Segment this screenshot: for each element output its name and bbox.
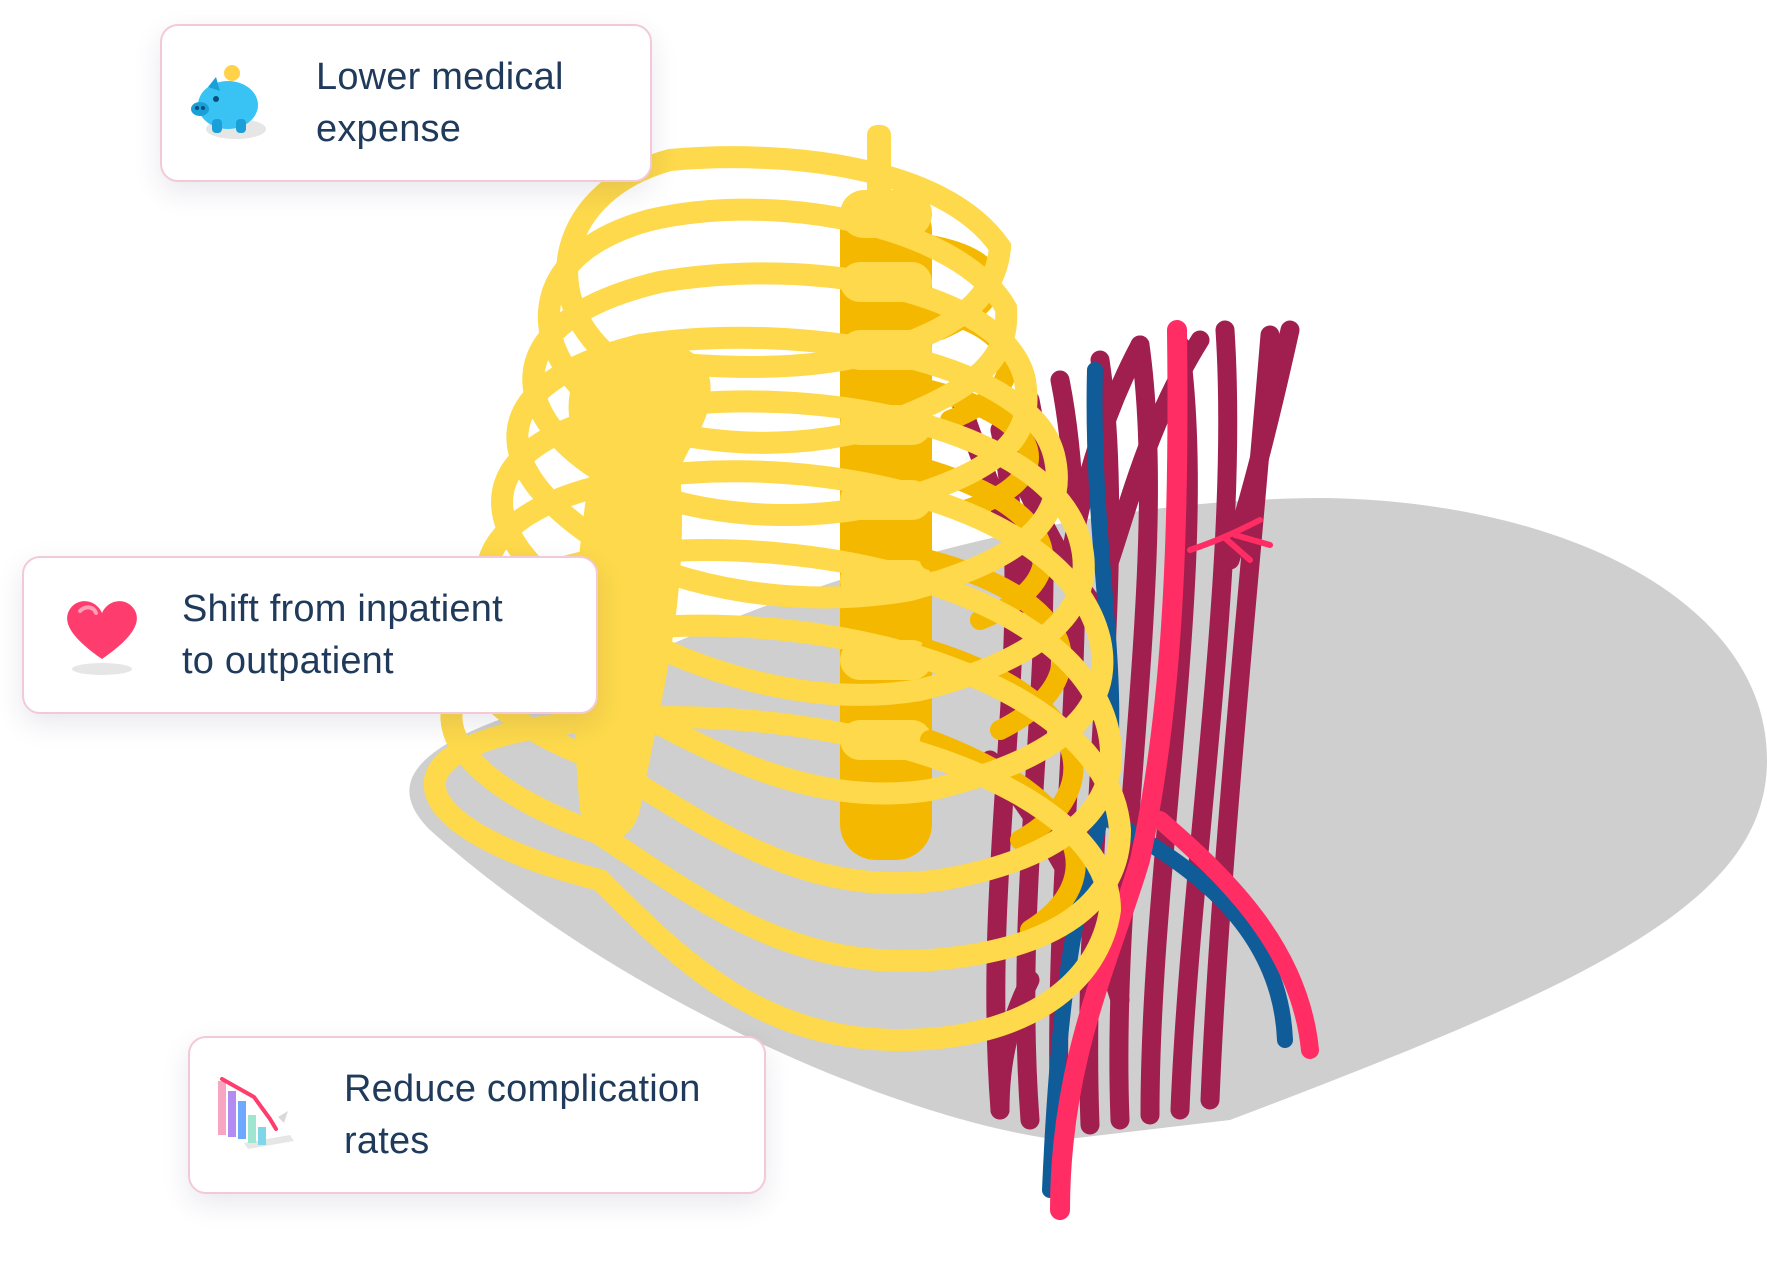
artery-branch — [1151, 811, 1319, 1059]
artery-twig — [1187, 517, 1273, 563]
callout-line2: expense — [316, 108, 462, 150]
callout-lower-medical-expense: Lower medical expense — [160, 24, 652, 182]
heart-icon — [67, 601, 137, 675]
callout-line1: Lower medical — [316, 56, 564, 98]
callout-line2: rates — [344, 1120, 430, 1162]
declining-chart-icon — [218, 1077, 294, 1149]
callout-line2: to outpatient — [182, 640, 394, 682]
vein — [1042, 362, 1120, 1198]
callout-shift-inpatient-outpatient: Shift from inpatient to outpatient — [22, 556, 598, 714]
callout-line1: Reduce complication — [344, 1068, 701, 1110]
callout-line1: Shift from inpatient — [182, 588, 503, 630]
artery — [1050, 320, 1188, 1220]
sternum — [568, 340, 711, 840]
piggy-bank-icon — [191, 65, 266, 139]
blood-vessels — [1042, 320, 1319, 1220]
callout-reduce-complication-rates: Reduce complication rates — [188, 1036, 766, 1194]
